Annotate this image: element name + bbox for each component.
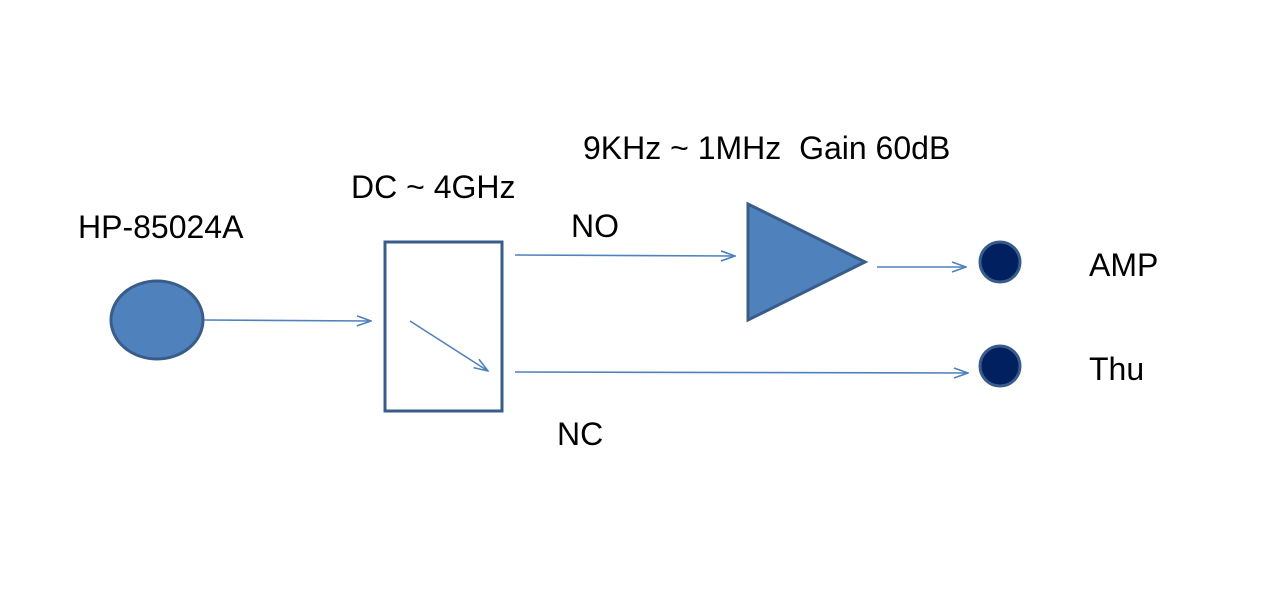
amp-spec-label: 9KHz ~ 1MHz Gain 60dB — [583, 130, 950, 166]
no-label: NO — [571, 208, 619, 244]
switch-arm-icon — [409, 320, 488, 371]
amp-output-label: AMP — [1089, 247, 1158, 283]
thru-output-label: Thu — [1089, 351, 1144, 387]
probe-label: HP-85024A — [78, 209, 244, 245]
probe-circle-icon — [109, 279, 205, 361]
no-path-wire — [514, 255, 735, 256]
nc-path-wire — [514, 372, 968, 373]
nc-label: NC — [557, 416, 603, 452]
probe-to-switch-wire — [203, 320, 371, 321]
switch-range-label: DC ~ 4GHz — [351, 169, 515, 205]
amp-terminal-icon — [978, 240, 1022, 284]
amplifier-triangle-icon — [746, 201, 869, 323]
switch-box — [383, 240, 504, 413]
thru-terminal-icon — [978, 344, 1022, 388]
